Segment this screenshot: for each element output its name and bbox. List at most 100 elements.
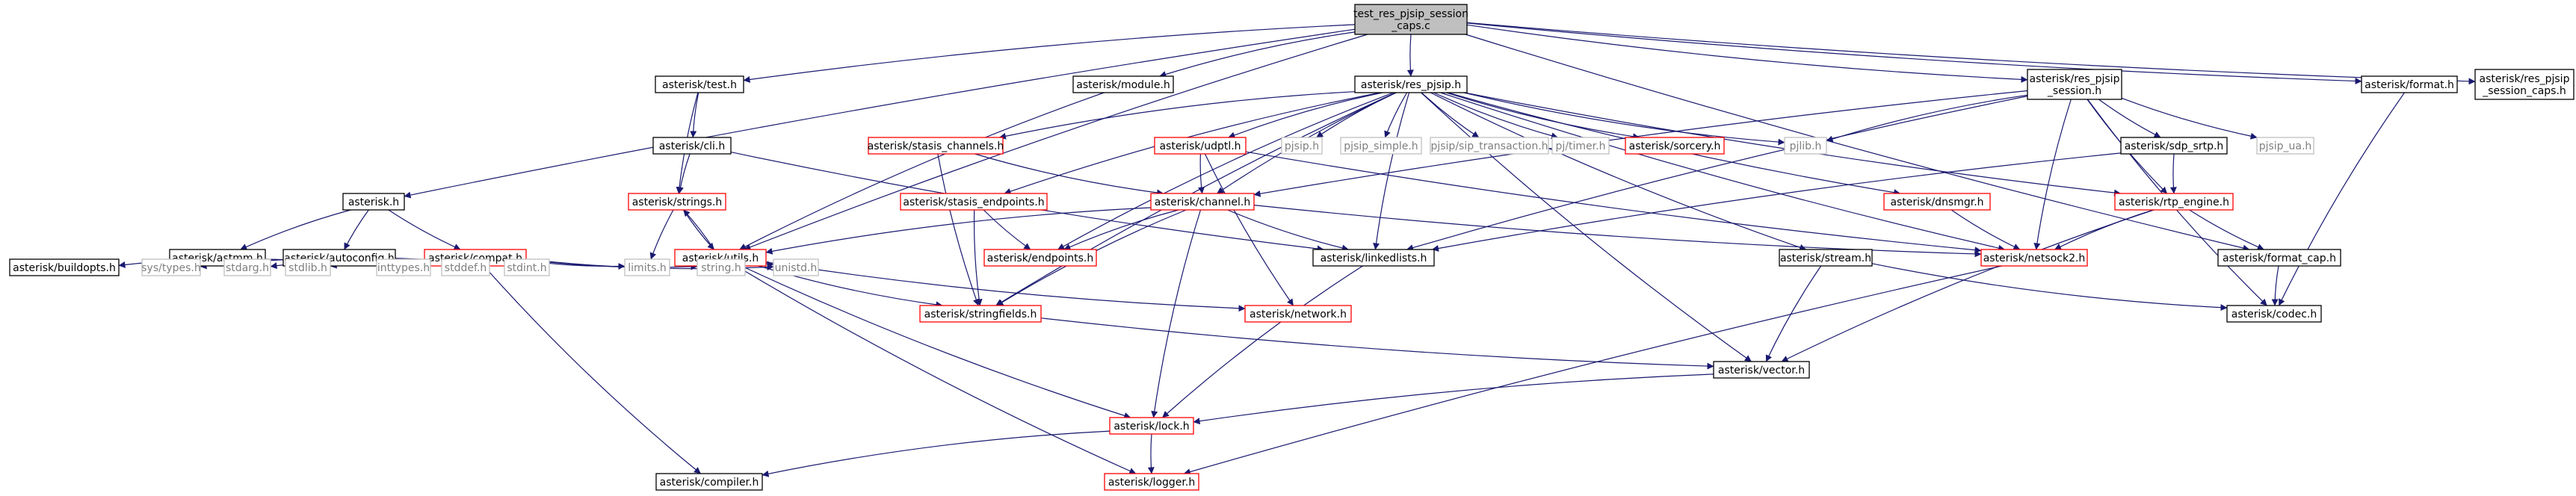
edge-root-to-format_h [1466,22,2362,84]
node-stdint-h[interactable]: stdint.h [504,258,550,276]
edge-res_pjsip_h-to-pj_timer_h [1433,92,1558,140]
node-stdlib-h[interactable]: stdlib.h [285,258,331,276]
node-compiler-h[interactable]: asterisk/compiler.h [655,473,763,491]
node-label: asterisk/linkedlists.h [1321,252,1427,264]
node-pjlib-h[interactable]: pjlib.h [1784,137,1827,155]
edge-sdp_srtp_h-to-rtp_engine_h [2169,153,2177,194]
node-box [1354,4,1468,35]
node-box [1340,137,1422,155]
node-pjsip-h[interactable]: pjsip.h [1281,137,1323,155]
nodes-layer: test_res_pjsip_session_caps.c asterisk/te… [9,4,2575,491]
edge-res_pjsip_session_h-to-sdp_srtp_h [2098,99,2161,138]
node-box [628,193,726,211]
node-box [919,305,1042,323]
edge-res_pjsip_session_h-to-linkedlists_h [1406,96,2028,251]
edge-channel_h-to-linkedlists_h [1227,209,1349,252]
node-linkedlists-h[interactable]: asterisk/linkedlists.h [1312,249,1435,267]
edge-linkedlists_h-to-lock_h [1162,265,1363,418]
node-label: asterisk/stasis_channels.h [868,140,1004,152]
node-stasis-channels-h[interactable]: asterisk/stasis_channels.h [868,137,1004,155]
edge-stasis_channels_h-to-channel_h [975,153,1164,196]
node-sdp-srtp-h[interactable]: asterisk/sdp_srtp.h [2120,137,2228,155]
edge-vector_h-to-lock_h [1193,373,1714,425]
edge-res_pjsip_h-to-pjlib_h [1463,92,1785,146]
edge-cli_h-to-strings_h [677,153,691,194]
node-label: stdlib.h [288,262,327,274]
node-limits-h[interactable]: limits.h [624,258,670,276]
node-res-pjsip-h[interactable]: asterisk/res_pjsip.h [1354,75,1468,93]
node-label: asterisk/res_pjsip [2030,73,2120,85]
node-stringfields-h[interactable]: asterisk/stringfields.h [919,305,1042,323]
node-string-h[interactable]: string.h [696,258,746,276]
node-cli-h[interactable]: asterisk/cli.h [652,137,732,155]
node-endpoints-h[interactable]: asterisk/endpoints.h [983,249,1097,267]
node-box [1430,137,1549,155]
edge-asterisk_h-to-compat_h [388,209,461,250]
edge-res_pjsip_h-to-stasis_channels_h [998,91,1356,140]
node-box [1150,193,1255,211]
node-unistd-h[interactable]: unistd.h [773,258,819,276]
node-box [773,258,819,276]
node-udptl-h[interactable]: asterisk/udptl.h [1154,137,1247,155]
node-test-h[interactable]: asterisk/test.h [655,75,744,93]
node-label: asterisk/lock.h [1114,421,1189,433]
node-label: asterisk/stasis_endpoints.h [903,196,1044,208]
node-root[interactable]: test_res_pjsip_session_caps.c [1353,4,1468,35]
node-dnsmgr-h[interactable]: asterisk/dnsmgr.h [1883,193,1991,211]
node-channel-h[interactable]: asterisk/channel.h [1150,193,1255,211]
node-label: asterisk/dnsmgr.h [1890,196,1983,208]
edge-udptl_h-to-channel_h [1198,153,1205,194]
node-stream-h[interactable]: asterisk/stream.h [1779,249,1873,267]
edge-stasis_endpoints_h-to-stringfields_h [973,209,983,306]
edge-stringfields_h-to-vector_h [1040,317,1714,370]
node-label: stddef.h [445,262,487,274]
node-buildopts-h[interactable]: asterisk/buildopts.h [9,258,120,276]
node-rtp-engine-h[interactable]: asterisk/rtp_engine.h [2114,193,2234,211]
edge-test_h-to-cli_h [690,92,699,138]
edge-root-to-format_cap_h [1465,34,2250,252]
edge-channel_h-to-lock_h [1151,209,1202,418]
node-box [983,249,1097,267]
node-sys-types-h[interactable]: sys/types.h [141,258,201,276]
node-netsock2-h[interactable]: asterisk/netsock2.h [1980,249,2088,267]
node-stddef-h[interactable]: stddef.h [441,258,490,276]
node-label: pjsip/sip_transaction.h [1430,140,1548,152]
node-box [1154,137,1247,155]
edge-root-to-utils_h [744,34,1368,251]
node-pj-timer-h[interactable]: pj/timer.h [1551,137,1610,155]
node-box [1713,361,1810,379]
node-sorcery-h[interactable]: asterisk/sorcery.h [1625,137,1725,155]
edge-strings_h-to-limits_h [649,209,674,260]
node-pjsip-transaction-h[interactable]: pjsip/sip_transaction.h [1430,137,1549,155]
node-box [1312,249,1435,267]
node-box [2217,249,2341,267]
node-label: test_res_pjsip_session [1353,8,1468,20]
edge-root-to-test_h [743,24,1356,83]
edge-res_pjsip_h-to-netsock2_h [1440,92,2005,252]
node-res-pjsip-session-caps-h[interactable]: asterisk/res_pjsip_session_caps.h [2474,69,2575,100]
edge-res_pjsip_session_h-to-netsock2_h [2033,99,2072,250]
node-res-pjsip-session-h[interactable]: asterisk/res_pjsip_session.h [2027,69,2122,100]
node-network-h[interactable]: asterisk/network.h [1244,305,1352,323]
node-box [2027,69,2122,100]
node-label: asterisk/udptl.h [1159,140,1241,152]
node-inttypes-h[interactable]: inttypes.h [376,258,431,276]
edge-res_pjsip_session_h-to-pjlib_h [1826,94,2028,143]
node-pjsip-ua-h[interactable]: pjsip_ua.h [2256,137,2314,155]
node-strings-h[interactable]: asterisk/strings.h [628,193,726,211]
node-format-h[interactable]: asterisk/format.h [2361,75,2458,93]
node-format-cap-h[interactable]: asterisk/format_cap.h [2217,249,2341,267]
node-vector-h[interactable]: asterisk/vector.h [1713,361,1810,379]
node-module-h[interactable]: asterisk/module.h [1072,75,1174,93]
edge-channel_h-to-utils_h [765,207,1152,255]
node-stasis-endpoints-h[interactable]: asterisk/stasis_endpoints.h [900,193,1048,211]
node-stdarg-h[interactable]: stdarg.h [223,258,271,276]
node-asterisk-h[interactable]: asterisk.h [342,193,405,211]
node-lock-h[interactable]: asterisk/lock.h [1109,417,1194,435]
node-pjsip-simple-h[interactable]: pjsip_simple.h [1340,137,1422,155]
node-codec-h[interactable]: asterisk/codec.h [2226,305,2322,323]
node-logger-h[interactable]: asterisk/logger.h [1104,473,1199,491]
node-label: asterisk/format.h [2365,79,2454,91]
edge-stream_h-to-vector_h [1765,265,1822,362]
